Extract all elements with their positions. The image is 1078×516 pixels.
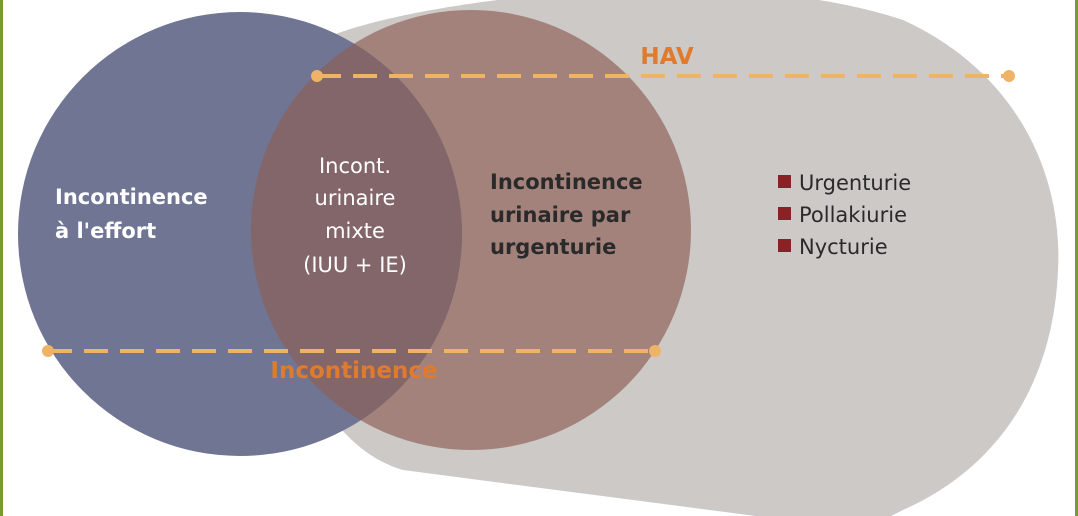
mixed-incontinence-overlap (251, 12, 462, 450)
bullet-square-icon (778, 239, 791, 252)
bullet-square-icon (778, 207, 791, 220)
urge-incontinence-label-line-2: urinaire par (490, 203, 631, 227)
symptom-item: Nycturie (778, 235, 888, 259)
urge-incontinence-label-line-1: Incontinence (490, 170, 643, 194)
incontinence-line-endpoint-left (42, 345, 54, 357)
venn-diagram: HAV Incontinence Incontinence à l'effort… (18, 0, 1059, 516)
stress-incontinence-label-line-2: à l'effort (55, 219, 156, 243)
hav-line-endpoint-left (311, 70, 323, 82)
mixed-incontinence-label-line-1: Incont. (319, 154, 391, 178)
symptom-item: Pollakiurie (778, 203, 907, 227)
incontinence-label: Incontinence (270, 358, 437, 384)
symptom-label: Pollakiurie (799, 203, 907, 227)
hav-line-endpoint-right (1003, 70, 1015, 82)
bullet-square-icon (778, 175, 791, 188)
mixed-incontinence-label-line-2: urinaire (315, 186, 396, 210)
hav-label: HAV (640, 44, 693, 70)
urge-incontinence-label-line-3: urgenturie (490, 235, 616, 259)
mixed-incontinence-label-line-3: mixte (325, 219, 385, 243)
stress-incontinence-label-line-1: Incontinence (55, 185, 208, 209)
symptom-item: Urgenturie (778, 171, 911, 195)
symptom-label: Nycturie (799, 235, 888, 259)
symptom-label: Urgenturie (799, 171, 911, 195)
symptom-list: Urgenturie Pollakiurie Nycturie (778, 171, 911, 259)
incontinence-line-endpoint-right (649, 345, 661, 357)
mixed-incontinence-label-line-4: (IUU + IE) (303, 253, 407, 277)
